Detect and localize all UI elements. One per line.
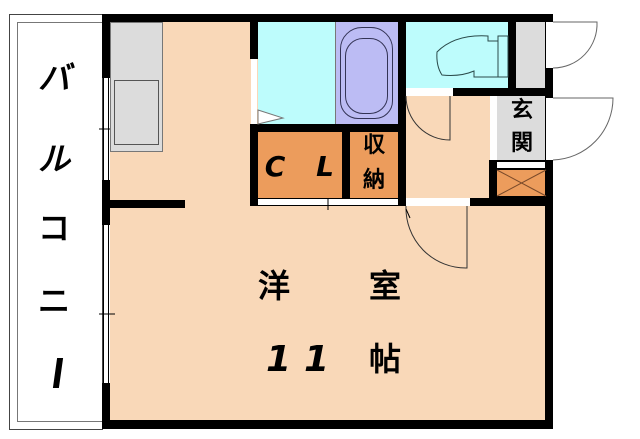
wall-right — [545, 14, 553, 429]
entrance — [497, 96, 546, 160]
washroom-wall-left-2 — [250, 124, 258, 206]
sink — [114, 80, 159, 145]
wall-left-1 — [102, 14, 110, 78]
bathtub-inner — [345, 38, 388, 114]
washroom-wall-left-1 — [250, 14, 258, 59]
balcony-inner-line — [17, 22, 103, 422]
closet — [258, 132, 342, 198]
bathtub — [340, 27, 393, 119]
toilet-wall-right — [508, 14, 516, 94]
meter-door-opening[interactable] — [546, 22, 553, 68]
wall-top — [102, 14, 553, 22]
balcony-label-1: バ — [38, 59, 71, 97]
room-label-shitsu: 室 — [368, 267, 401, 305]
toilet-door-opening[interactable] — [406, 88, 453, 96]
closet-label-l: L — [316, 150, 334, 183]
balcony-label-4: ニ — [38, 282, 71, 320]
wall-bottom — [102, 420, 553, 429]
meter-box — [516, 22, 546, 88]
room-label-yo: 洋 — [257, 267, 290, 305]
entrance-wall-left-open — [490, 96, 497, 160]
storage — [350, 132, 398, 198]
washroom-wall-bottom — [250, 124, 406, 132]
balcony-label-3: コ — [38, 209, 71, 247]
room-size-digit-1: 1 — [266, 339, 292, 380]
front-door-opening[interactable] — [546, 98, 553, 160]
storage-label-1: 収 — [362, 133, 385, 158]
wall-left-3 — [102, 383, 110, 429]
washroom-door[interactable] — [251, 59, 257, 124]
shoe-cabinet-bottom — [489, 196, 553, 206]
washroom-wall-right — [398, 14, 406, 206]
kitchen-counter — [110, 22, 163, 152]
kitchen-partition — [110, 200, 185, 208]
toilet-wall-bottom — [453, 88, 553, 96]
room-size-unit: 帖 — [368, 340, 401, 378]
closet-divider — [342, 132, 350, 198]
entrance-label-1: 玄 — [510, 98, 533, 123]
closet-label-c: C — [264, 150, 286, 183]
entrance-wall-left — [489, 160, 497, 206]
storage-label-2: 納 — [362, 168, 385, 193]
balcony-label-2: ル — [38, 140, 71, 178]
room-door-opening[interactable] — [406, 198, 470, 206]
wall-left-2 — [102, 180, 110, 225]
entrance-label-2: 関 — [510, 131, 533, 156]
balcony-window-lower[interactable] — [103, 225, 109, 383]
room-size-digit-2: 1 — [304, 339, 330, 380]
entrance-step — [497, 162, 545, 168]
